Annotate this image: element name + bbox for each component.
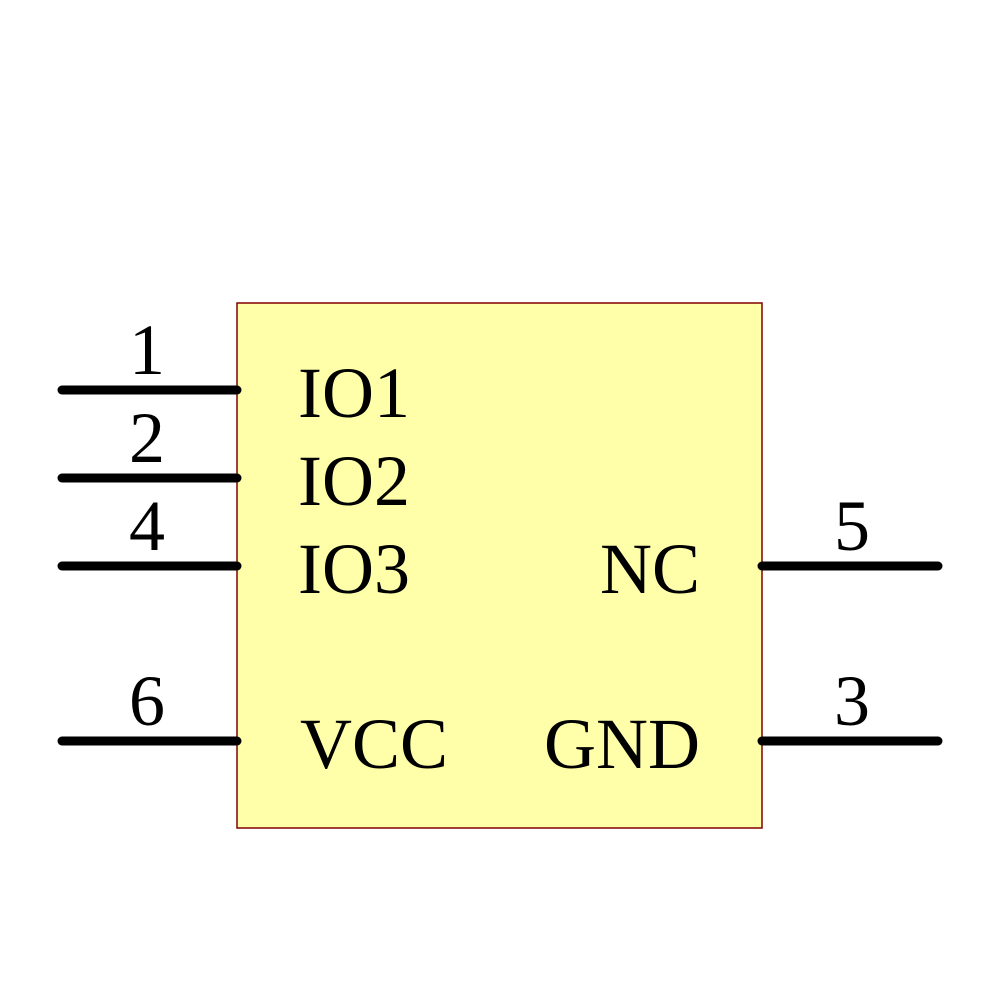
pin-2-name: IO2 xyxy=(298,441,410,521)
pin-6[interactable]: 6 VCC xyxy=(57,661,448,784)
component-body xyxy=(236,302,763,829)
pin-4-name: IO3 xyxy=(298,529,410,609)
pin-1-name: IO1 xyxy=(298,353,410,433)
pin-3[interactable]: 3 GND xyxy=(544,661,943,784)
pin-6-name: VCC xyxy=(300,704,448,784)
pin-4[interactable]: 4 IO3 xyxy=(57,486,410,609)
pin-3-number: 3 xyxy=(834,661,870,741)
pin-5-number: 5 xyxy=(834,486,870,566)
pin-3-name: GND xyxy=(544,704,700,784)
pin-2[interactable]: 2 IO2 xyxy=(57,398,410,521)
pin-1[interactable]: 1 IO1 xyxy=(57,310,410,433)
pin-6-number: 6 xyxy=(129,661,165,741)
pin-1-number: 1 xyxy=(129,310,165,390)
pin-5-name: NC xyxy=(600,529,700,609)
pin-4-number: 4 xyxy=(129,486,165,566)
pin-2-number: 2 xyxy=(129,398,165,478)
pin-5[interactable]: 5 NC xyxy=(600,486,943,609)
